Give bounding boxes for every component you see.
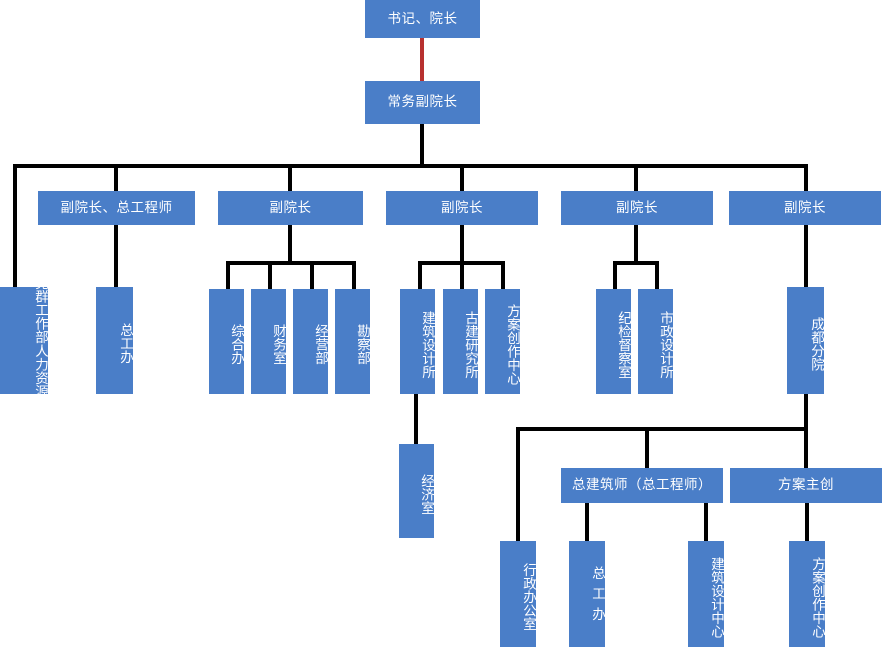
connector-vp4-bus bbox=[613, 261, 659, 265]
node-chengdu-scheme-creation-center-label: 方案创作中心 bbox=[810, 556, 825, 638]
node-chengdu-chief-engineer-office-label: 总工办 bbox=[590, 566, 605, 628]
connector-scheme-lead-drop bbox=[805, 503, 809, 544]
node-chief-architect[interactable]: 总建筑师（总工程师） bbox=[561, 468, 723, 503]
connector-vp1-down bbox=[114, 225, 118, 287]
node-chengdu-branch[interactable]: 成都分院 bbox=[787, 287, 824, 394]
connector-vp4-drop-1 bbox=[613, 261, 617, 289]
node-ancient-architecture-institute[interactable]: 古建研究所 bbox=[443, 289, 478, 394]
node-admin-office-label: 行政办公室 bbox=[521, 563, 536, 631]
node-admin-office[interactable]: 行政办公室 bbox=[500, 541, 536, 647]
node-general-office-label: 综合办 bbox=[229, 324, 244, 365]
node-economics-office[interactable]: 经济室 bbox=[399, 444, 434, 538]
connector-vp2-drop-4 bbox=[352, 261, 356, 289]
node-scheme-creation-center-label: 方案创作中心 bbox=[505, 304, 520, 385]
connector-chief-architect-drop-1 bbox=[585, 503, 589, 544]
connector-chengdu-drop-admin bbox=[516, 427, 520, 544]
node-scheme-creation-center[interactable]: 方案创作中心 bbox=[485, 289, 520, 394]
connector-exec-vp-down bbox=[420, 124, 424, 168]
node-general-office[interactable]: 综合办 bbox=[209, 289, 244, 394]
connector-vp2-drop-1 bbox=[226, 261, 230, 289]
node-chengdu-branch-label: 成都分院 bbox=[809, 316, 824, 371]
node-root[interactable]: 书记、院长 bbox=[365, 0, 480, 38]
connector-chengdu-drop-scheme-lead bbox=[804, 427, 808, 468]
connector-bus-drop-left-extra bbox=[13, 164, 17, 287]
connector-vp2-drop-2 bbox=[268, 261, 272, 289]
node-finance-office[interactable]: 财务室 bbox=[251, 289, 286, 394]
node-municipal-design-institute[interactable]: 市政设计所 bbox=[638, 289, 673, 394]
connector-vp3-drop-2 bbox=[460, 261, 464, 289]
connector-bus-drop-vp3 bbox=[460, 164, 464, 191]
node-party-dept-label: 党群工作部 bbox=[33, 276, 48, 344]
connector-chief-architect-drop-2 bbox=[704, 503, 708, 544]
node-architectural-design-institute[interactable]: 建筑设计所 bbox=[400, 289, 435, 394]
node-survey-dept[interactable]: 勘察部 bbox=[335, 289, 370, 394]
connector-vp4-down bbox=[634, 225, 638, 265]
connector-arch-to-economics bbox=[414, 394, 418, 444]
connector-vp3-drop-1 bbox=[418, 261, 422, 289]
node-discipline-inspection-office-label: 纪检督察室 bbox=[616, 310, 631, 379]
node-operations-dept[interactable]: 经营部 bbox=[293, 289, 328, 394]
node-architectural-design-institute-label: 建筑设计所 bbox=[420, 310, 435, 379]
connector-chengdu-drop-chief-architect bbox=[645, 427, 649, 468]
node-chengdu-chief-engineer-office[interactable]: 总工办 bbox=[569, 541, 605, 647]
node-finance-office-label: 财务室 bbox=[271, 324, 286, 365]
node-chengdu-scheme-creation-center[interactable]: 方案创作中心 bbox=[789, 541, 825, 647]
connector-root-to-exec-vp bbox=[420, 38, 424, 81]
node-hr-dept-label: 人力资源部 bbox=[33, 343, 48, 412]
connector-chengdu-down bbox=[804, 394, 808, 430]
connector-bus-drop-vp4 bbox=[634, 164, 638, 191]
connector-vp3-down bbox=[460, 225, 464, 265]
node-scheme-lead[interactable]: 方案主创 bbox=[730, 468, 882, 503]
node-vice-president-2[interactable]: 副院长 bbox=[218, 191, 363, 225]
connector-vp2-drop-3 bbox=[310, 261, 314, 289]
node-ancient-architecture-institute-label: 古建研究所 bbox=[463, 310, 478, 379]
connector-vp2-down bbox=[288, 225, 292, 265]
node-exec-vice-president[interactable]: 常务副院长 bbox=[365, 81, 480, 124]
node-municipal-design-institute-label: 市政设计所 bbox=[658, 310, 673, 379]
connector-bus-drop-vp5 bbox=[804, 164, 808, 191]
node-operations-dept-label: 经营部 bbox=[313, 324, 328, 365]
connector-vp3-drop-3 bbox=[501, 261, 505, 289]
node-discipline-inspection-office[interactable]: 纪检督察室 bbox=[596, 289, 631, 394]
node-architectural-design-center-label: 建筑设计中心 bbox=[709, 556, 724, 638]
connector-main-bus bbox=[13, 164, 808, 168]
node-hr-and-party-dept[interactable]: 党群工作部 人力资源部 bbox=[0, 276, 48, 411]
node-vice-president-chief-engineer[interactable]: 副院长、总工程师 bbox=[38, 191, 195, 225]
connector-bus-drop-vp1 bbox=[114, 164, 118, 191]
node-chief-engineer-office[interactable]: 总工办 bbox=[96, 287, 133, 394]
node-economics-office-label: 经济室 bbox=[419, 473, 434, 515]
node-vice-president-5[interactable]: 副院长 bbox=[729, 191, 881, 225]
connector-chengdu-bus bbox=[516, 427, 808, 431]
node-chief-engineer-office-label: 总工办 bbox=[118, 323, 133, 364]
connector-vp5-down bbox=[804, 225, 808, 287]
connector-bus-drop-vp2 bbox=[288, 164, 292, 191]
node-vice-president-3[interactable]: 副院长 bbox=[386, 191, 538, 225]
node-architectural-design-center[interactable]: 建筑设计中心 bbox=[688, 541, 724, 647]
connector-vp2-bus bbox=[226, 261, 356, 265]
node-survey-dept-label: 勘察部 bbox=[355, 324, 370, 365]
connector-vp4-drop-2 bbox=[655, 261, 659, 289]
node-vice-president-4[interactable]: 副院长 bbox=[561, 191, 713, 225]
